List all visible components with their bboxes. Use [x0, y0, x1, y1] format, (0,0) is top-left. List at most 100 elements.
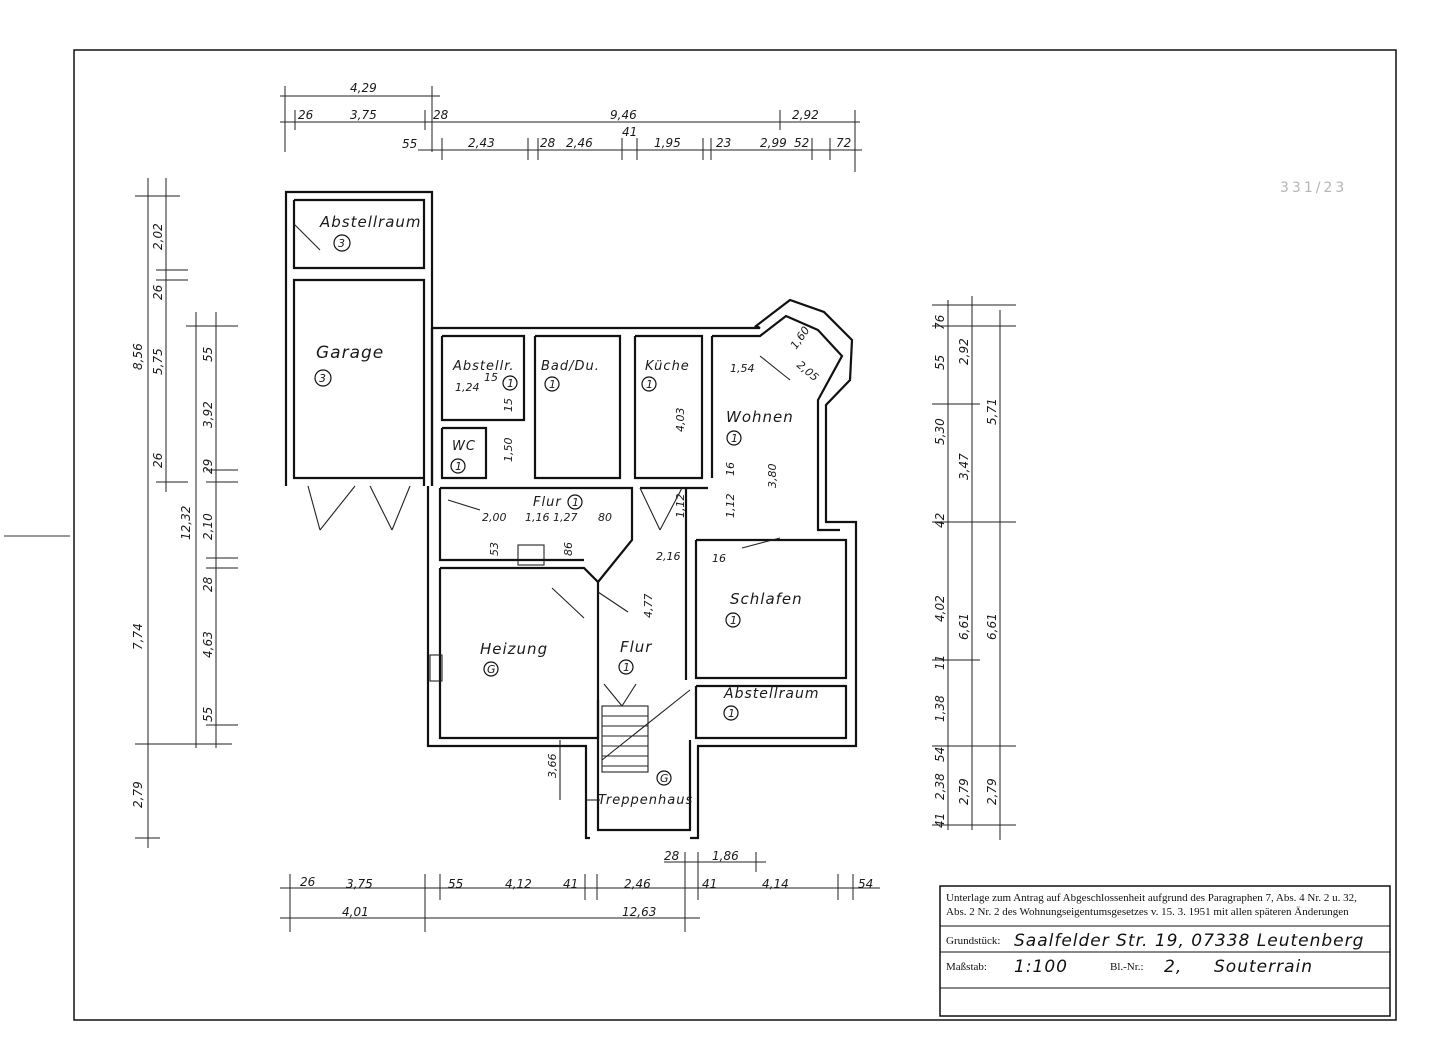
dim-right-i-2: 5,30 [933, 418, 947, 445]
massstab-value: 1:100 [1014, 957, 1068, 977]
room-abstellraum-top-label: Abstellraum [319, 213, 422, 231]
dim-int-4: 4,03 [674, 408, 687, 433]
room-kueche-num: 1 [646, 378, 653, 391]
dim-top-r2-3: 2,46 [566, 136, 593, 150]
room-wc-num: 1 [455, 460, 462, 473]
grundstueck-label: Grundstück: [946, 935, 1000, 947]
dim-right-m-1: 3,47 [957, 453, 971, 480]
dim-left-i2-4: 28 [201, 576, 215, 592]
dim-int-1: 15 [484, 371, 498, 384]
dim-bottom-r1-6: 41 [702, 877, 717, 891]
dim-int-21: 3,66 [546, 754, 559, 779]
grundstueck-value: Saalfelder Str. 19, 07338 Leutenberg [1014, 931, 1364, 951]
dim-left-outer-0: 8,56 [131, 343, 145, 370]
room-abstellr-label: Abstellr. [452, 359, 515, 374]
dim-int-20: 16 [712, 552, 726, 565]
room-schlafen-num: 1 [730, 614, 737, 627]
dim-bottom-r1-7: 4,14 [762, 877, 789, 891]
dim-bottom-r2-1: 12,63 [622, 905, 656, 919]
room-wohnen-label: Wohnen [726, 408, 794, 426]
dim-top-r2-9: 72 [836, 136, 851, 150]
dim-top-r1-1: 3,75 [350, 108, 377, 122]
blatt-label: Bl.-Nr.: [1110, 961, 1144, 973]
dim-left-i1-2: 5,75 [151, 348, 165, 375]
dim-int-11: 1,12 [674, 494, 687, 519]
room-garage-num: 3 [319, 372, 326, 385]
dim-right-i-1: 55 [933, 355, 947, 370]
dim-right-i-0: 76 [933, 314, 947, 330]
dim-int-14: 1,27 [553, 511, 578, 524]
room-treppenhaus-num: G [660, 772, 669, 785]
dim-left-i2-3: 2,10 [201, 513, 215, 540]
dim-int-12: 2,00 [482, 511, 507, 524]
dim-right-i-8: 2,38 [933, 773, 947, 800]
room-wohnen-num: 1 [731, 432, 738, 445]
dim-top-overall: 4,29 [350, 81, 377, 95]
dim-right-i-5: 11 [933, 655, 947, 670]
dim-bottom-r1-8: 54 [858, 877, 873, 891]
dim-top-r1-3: 9,46 [610, 108, 637, 122]
title-block-heading-line1: Unterlage zum Antrag auf Abgeschlossenhe… [946, 892, 1357, 904]
room-schlafen-label: Schlafen [730, 590, 803, 608]
dim-bottom-r1-5: 2,46 [624, 877, 651, 891]
dim-top-r1-2: 28 [433, 108, 449, 122]
dim-int-2: 15 [502, 398, 515, 412]
room-garage-label: Garage [316, 343, 384, 363]
room-flur-lower-num: 1 [623, 661, 630, 674]
dim-left-i1-1: 26 [151, 284, 165, 300]
room-abstellraum-right: Abstellraum 1 [723, 686, 820, 721]
dim-bottom-r1-3: 4,12 [505, 877, 532, 891]
dim-left-i2-6: 55 [201, 707, 215, 722]
dim-int-0: 1,24 [455, 381, 480, 394]
dim-left-outer-2: 2,79 [131, 781, 145, 808]
dim-bottom-r1-4: 41 [563, 877, 578, 891]
room-bad-num: 1 [549, 378, 556, 391]
room-flur-upper: Flur 1 [533, 494, 583, 510]
dim-int-5: 1,54 [730, 362, 755, 375]
dim-top-r2-5: 1,95 [654, 136, 681, 150]
dim-left-i1-4: 12,32 [179, 506, 193, 540]
dim-right-i-4: 4,02 [933, 595, 947, 622]
dim-bottom-r1-0: 26 [300, 875, 316, 889]
interior-dimensions: 1,24 15 15 1,50 4,03 1,54 1,60 2,05 3,80… [455, 324, 821, 778]
massstab-label: Maßstab: [946, 961, 987, 973]
dim-int-13: 1,16 [525, 511, 550, 524]
room-labels: Abstellraum 3 Garage 3 Abstellr. 1 WC 1 … [314, 213, 820, 808]
room-treppenhaus: Treppenhaus G [598, 770, 693, 808]
dim-bottom-s-1: 1,86 [712, 849, 739, 863]
details [293, 223, 791, 801]
dim-bottom-r2-0: 4,01 [342, 905, 369, 919]
dim-bottom-r1-2: 55 [448, 877, 463, 891]
dim-top-r1-0: 26 [298, 108, 314, 122]
dim-bottom-s-0: 28 [664, 849, 680, 863]
dim-right-o-2: 2,79 [985, 778, 999, 805]
walls [284, 190, 858, 840]
dim-int-15: 80 [598, 511, 612, 524]
room-heizung-label: Heizung [480, 640, 548, 658]
dim-bottom-r1-1: 3,75 [346, 877, 373, 891]
room-kueche-label: Küche [645, 359, 690, 374]
dim-top-r2-1: 2,43 [468, 136, 495, 150]
stamp: 331/23 [1280, 180, 1347, 196]
room-abstellr: Abstellr. 1 [452, 359, 518, 391]
staircase [559, 689, 691, 801]
dim-right-m-0: 2,92 [957, 338, 971, 365]
dim-int-8: 3,80 [766, 464, 779, 489]
dim-top-r2-0: 55 [402, 137, 417, 151]
right-dimensions: 76 55 5,30 42 4,02 11 1,38 54 2,38 41 2,… [932, 296, 1016, 840]
room-flur-lower-label: Flur [620, 638, 652, 656]
dim-top-r2-2: 28 [540, 136, 556, 150]
room-heizung: Heizung G [480, 640, 548, 677]
dim-right-o-0: 5,71 [985, 398, 999, 425]
room-abstellraum-right-label: Abstellraum [723, 686, 820, 702]
room-schlafen: Schlafen 1 [725, 590, 803, 628]
left-dimensions: 8,56 7,74 2,79 2,02 26 5,75 26 12,32 55 … [131, 178, 238, 848]
dim-left-i2-5: 4,63 [201, 631, 215, 658]
dim-right-i-3: 42 [933, 513, 947, 528]
sheet-border [73, 49, 1397, 1021]
dim-int-3: 1,50 [502, 438, 515, 463]
room-abstellraum-right-num: 1 [728, 707, 735, 720]
room-treppenhaus-label: Treppenhaus [598, 793, 693, 808]
